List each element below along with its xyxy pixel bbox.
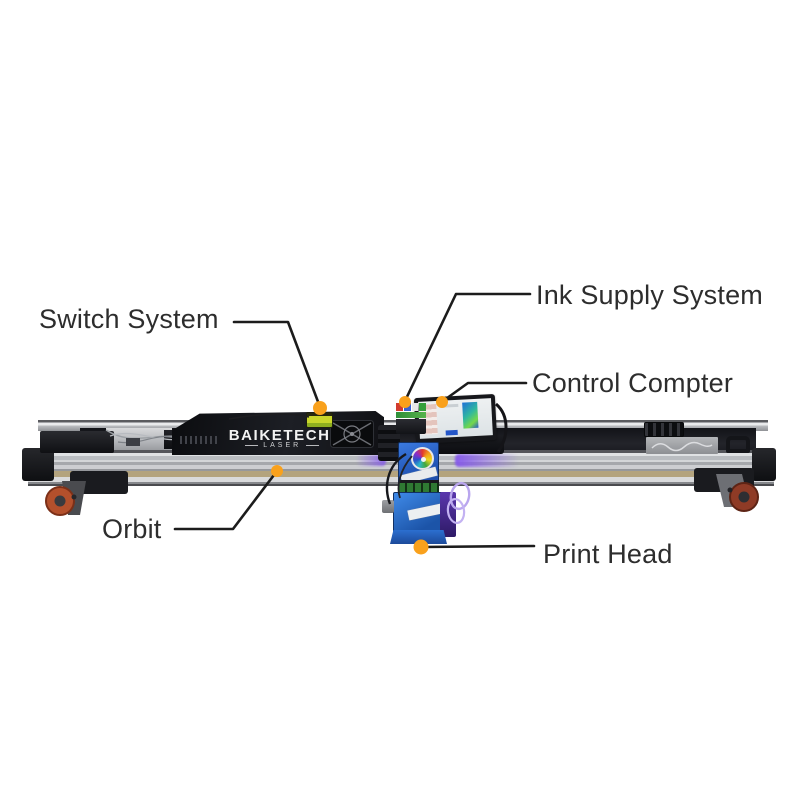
- printhead-connector: [382, 500, 394, 513]
- led-glow-right: [455, 454, 519, 467]
- subtitle-rule-right: [306, 445, 320, 446]
- screen-toolbar: [440, 403, 459, 408]
- callout-label-ink-supply-system: Ink Supply System: [536, 280, 763, 310]
- color-wheel-sticker: [411, 447, 434, 470]
- printhead-base-plate: [390, 530, 447, 544]
- ink-mount: [396, 419, 426, 434]
- carry-handle: [726, 436, 750, 453]
- cable-drag-chain: [378, 425, 400, 461]
- led-glow-left: [356, 455, 386, 466]
- computer-screen: [418, 398, 493, 439]
- brand-subtitle: LASER: [245, 442, 320, 449]
- callout-label-control-computer: Control Compter: [532, 368, 734, 398]
- ink-tray: [396, 412, 426, 418]
- fan-grille-icon: [330, 420, 374, 448]
- deck-plate-right: [646, 437, 718, 454]
- vent-slots: [180, 436, 220, 444]
- print-head-part: [393, 492, 447, 534]
- brand-sub-text: LASER: [263, 442, 302, 449]
- screen-status-bar: [445, 429, 458, 436]
- rail-endcap-right: [752, 448, 776, 481]
- callout-line-ink-supply-system: [403, 292, 532, 403]
- ink-cartridge-red: [396, 403, 403, 411]
- ink-cartridge-green: [419, 403, 426, 411]
- ink-supply-part: [396, 403, 426, 435]
- callout-label-switch-system: Switch System: [39, 304, 219, 334]
- subtitle-rule-left: [245, 445, 259, 446]
- ink-cartridge-white: [411, 403, 419, 411]
- callout-label-print-head: Print Head: [543, 539, 673, 569]
- ink-cartridge-blue: [403, 403, 411, 411]
- terminal-block-right: [644, 422, 684, 437]
- printhead-label-sticker: [407, 503, 443, 521]
- callout-label-orbit: Orbit: [102, 514, 162, 544]
- deck-plate-left: [40, 431, 114, 453]
- control-computer-monitor: [413, 393, 498, 445]
- callout-line-print-head: [420, 544, 536, 549]
- callout-line-switch-system: [232, 320, 322, 409]
- switch-system-part: [306, 412, 333, 428]
- screen-image-preview: [462, 401, 479, 429]
- brand-name: BAIKETECH: [228, 427, 331, 444]
- ink-cartridges: [396, 403, 426, 411]
- laser-enclosure: BAIKETECH® LASER: [172, 411, 384, 455]
- rail-endcap-left: [22, 448, 54, 481]
